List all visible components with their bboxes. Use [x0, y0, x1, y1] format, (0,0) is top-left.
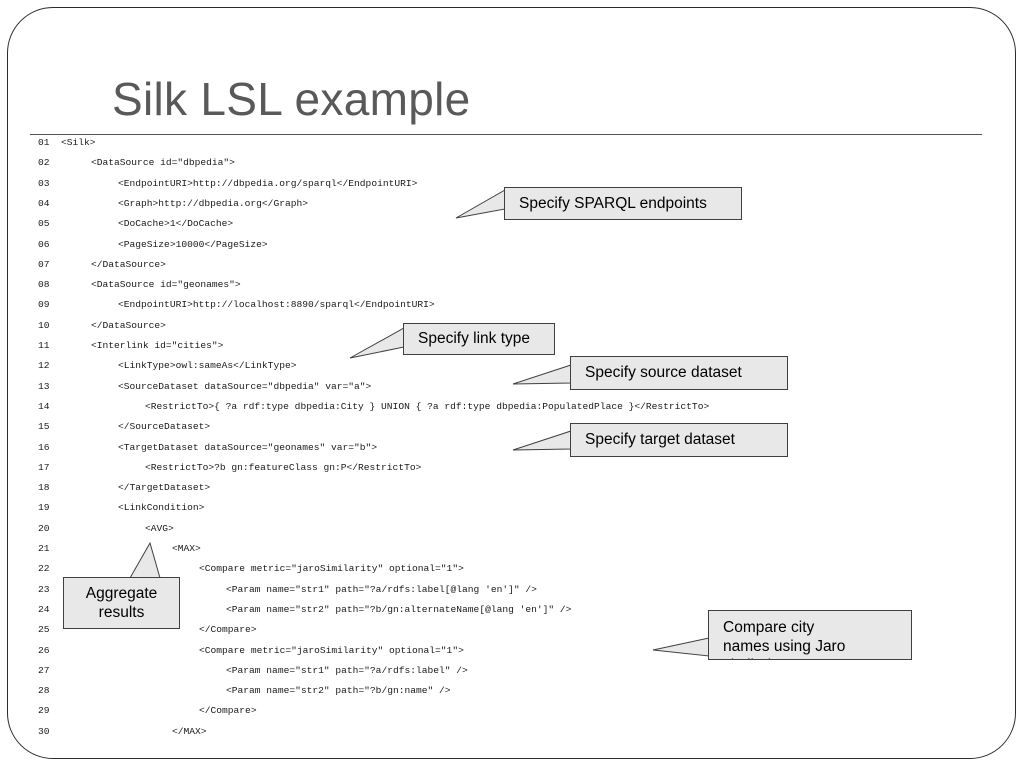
code-text: <EndpointURI>http://localhost:8890/sparq… — [118, 299, 435, 311]
code-line: 19 <LinkCondition> — [38, 500, 204, 516]
line-number: 13 — [38, 380, 50, 392]
code-line: 26 <Compare metric="jaroSimilarity" optio… — [38, 643, 464, 659]
line-number: 19 — [38, 502, 50, 514]
code-text: <SourceDataset dataSource="dbpedia" var=… — [118, 380, 372, 392]
code-line: 05 <DoCache>1</DoCache> — [38, 216, 233, 232]
code-text: <Param name="str2" path="?b/gn:alternate… — [226, 603, 572, 615]
code-text: <DoCache>1</DoCache> — [118, 218, 234, 230]
callout-compare-city-names: Compare city names using Jaro similarity — [708, 610, 912, 660]
code-text: <RestrictTo>?b gn:featureClass gn:P</Res… — [145, 461, 422, 473]
code-line: 20 <AVG> — [38, 521, 174, 537]
code-text: <Graph>http://dbpedia.org</Graph> — [118, 197, 308, 209]
code-line: 17 <RestrictTo>?b gn:featureClass gn:P</R… — [38, 460, 421, 476]
code-line: 09 <EndpointURI>http://localhost:8890/spa… — [38, 297, 435, 313]
line-number: 06 — [38, 238, 50, 250]
line-number: 24 — [38, 603, 50, 615]
code-text: </Compare> — [199, 624, 257, 636]
line-number: 14 — [38, 400, 50, 412]
code-text: </DataSource> — [91, 319, 166, 331]
code-line: 11 <Interlink id="cities"> — [38, 338, 223, 354]
code-line: 18 </TargetDataset> — [38, 480, 210, 496]
code-line: 13 <SourceDataset dataSource="dbpedia" va… — [38, 379, 371, 395]
code-line: 23 <Param name="str1" path="?a/rdfs:label… — [38, 582, 537, 598]
line-number: 10 — [38, 319, 50, 331]
code-line: 15 </SourceDataset> — [38, 419, 210, 435]
code-line: 01 <Silk> — [38, 135, 96, 151]
callout-target-dataset: Specify target dataset — [570, 423, 788, 457]
code-line: 28 <Param name="str2" path="?b/gn:name" /… — [38, 683, 451, 699]
code-line: 29 </Compare> — [38, 703, 257, 719]
line-number: 23 — [38, 583, 50, 595]
code-text: <Interlink id="cities"> — [91, 340, 224, 351]
code-line: 03 <EndpointURI>http://dbpedia.org/sparql… — [38, 176, 417, 192]
code-text: <EndpointURI>http://dbpedia.org/sparql</… — [118, 177, 418, 189]
code-text: </Compare> — [199, 705, 257, 717]
code-line: 16 <TargetDataset dataSource="geonames" v… — [38, 440, 377, 456]
line-number: 21 — [38, 543, 50, 554]
callout-sparql-endpoints: Specify SPARQL endpoints — [504, 187, 742, 220]
code-text: <DataSource id="geonames"> — [91, 279, 241, 291]
callout-source-dataset: Specify source dataset — [570, 356, 788, 390]
code-line: 02 <DataSource id="dbpedia"> — [38, 155, 235, 171]
line-number: 26 — [38, 644, 50, 656]
code-line: 08 <DataSource id="geonames"> — [38, 277, 241, 293]
line-number: 18 — [38, 482, 50, 494]
code-listing: 01 <Silk> 02 <DataSource id="dbpedia"> 03 <En… — [30, 134, 982, 746]
line-number: 27 — [38, 664, 50, 676]
code-text: <Param name="str1" path="?a/rdfs:label" … — [226, 664, 468, 676]
code-text: <LinkCondition> — [118, 502, 205, 514]
code-line: 24 <Param name="str2" path="?b/gn:alterna… — [38, 602, 571, 618]
line-number: 20 — [38, 522, 50, 534]
code-line: 27 <Param name="str1" path="?a/rdfs:label… — [38, 663, 468, 679]
code-text: </TargetDataset> — [118, 482, 211, 494]
callout-link-type: Specify link type — [403, 323, 555, 355]
line-number: 25 — [38, 624, 50, 636]
line-number: 12 — [38, 360, 50, 372]
line-number: 07 — [38, 258, 50, 270]
line-number: 15 — [38, 421, 50, 433]
code-text: <DataSource id="dbpedia"> — [91, 157, 235, 169]
code-line: 30 </MAX> — [38, 724, 207, 740]
code-line: 04 <Graph>http://dbpedia.org</Graph> — [38, 196, 308, 212]
code-line: 21 <MAX> — [38, 541, 201, 557]
code-line: 07 </DataSource> — [38, 257, 166, 273]
code-text: <PageSize>10000</PageSize> — [118, 238, 268, 250]
code-text: </MAX> — [172, 725, 207, 737]
line-number: 05 — [38, 218, 50, 230]
line-number: 11 — [38, 340, 50, 351]
code-line: 22 <Compare metric="jaroSimilarity" optio… — [38, 561, 464, 577]
slide-title: Silk LSL example — [112, 73, 471, 125]
code-line: 14 <RestrictTo>{ ?a rdf:type dbpedia:City… — [38, 399, 709, 415]
code-text: </DataSource> — [91, 258, 166, 270]
code-text: <Silk> — [61, 137, 96, 148]
line-number: 30 — [38, 725, 50, 737]
line-number: 17 — [38, 461, 50, 473]
line-number: 28 — [38, 685, 50, 697]
code-text: <RestrictTo>{ ?a rdf:type dbpedia:City }… — [145, 400, 710, 412]
code-line: 12 <LinkType>owl:sameAs</LinkType> — [38, 358, 296, 374]
line-number: 02 — [38, 157, 50, 169]
code-text: <MAX> — [172, 543, 201, 554]
code-text: </SourceDataset> — [118, 421, 211, 433]
code-text: <TargetDataset dataSource="geonames" var… — [118, 441, 378, 453]
line-number: 22 — [38, 563, 50, 575]
code-text: <LinkType>owl:sameAs</LinkType> — [118, 360, 297, 372]
code-text: <Param name="str2" path="?b/gn:name" /> — [226, 685, 451, 697]
code-text: <Compare metric="jaroSimilarity" optiona… — [199, 563, 464, 575]
code-line: 10 </DataSource> — [38, 318, 166, 334]
code-text: <Compare metric="jaroSimilarity" optiona… — [199, 644, 464, 656]
line-number: 09 — [38, 299, 50, 311]
code-line: 25 </Compare> — [38, 622, 257, 638]
line-number: 08 — [38, 279, 50, 291]
line-number: 03 — [38, 177, 50, 189]
code-text: <Param name="str1" path="?a/rdfs:label[@… — [226, 583, 537, 595]
line-number: 01 — [38, 137, 50, 148]
line-number: 16 — [38, 441, 50, 453]
callout-aggregate-results: Aggregate results — [63, 577, 180, 629]
line-number: 04 — [38, 197, 50, 209]
line-number: 29 — [38, 705, 50, 717]
code-text: <AVG> — [145, 522, 174, 534]
code-line: 06 <PageSize>10000</PageSize> — [38, 237, 268, 253]
